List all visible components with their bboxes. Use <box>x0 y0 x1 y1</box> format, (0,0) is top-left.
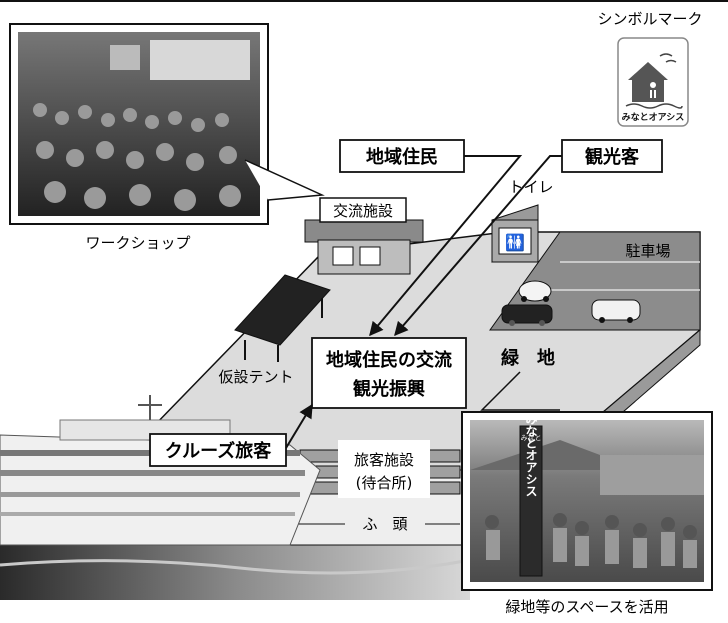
center-label-1: 地域住民の交流 <box>326 349 452 371</box>
exchange-label-box <box>319 197 407 223</box>
exchange-building <box>304 219 424 275</box>
residents-box <box>339 139 465 173</box>
green-label: 緑 地 <box>501 347 555 369</box>
symbol-mark-title: シンボルマーク <box>597 10 702 28</box>
sea-wave <box>0 558 471 575</box>
workshop-caption: ワークショップ <box>85 234 190 252</box>
tent-icon <box>234 274 331 362</box>
terminal-label-1: 旅客施設 <box>354 451 414 469</box>
tourists-arrow <box>394 155 562 337</box>
tent-label: 仮設テント <box>218 368 293 386</box>
tourists-label: 観光客 <box>585 146 640 168</box>
terminal-label-box <box>338 440 430 498</box>
car-icon <box>591 299 641 323</box>
car-icon <box>518 280 552 302</box>
residents-arrow <box>369 155 523 337</box>
wharf-label: ふ 頭 <box>362 515 407 533</box>
greenspace-photo: みなと みなとオアシス <box>461 411 713 591</box>
center-box <box>311 337 467 409</box>
car-icon <box>501 304 553 326</box>
workshop-pointer <box>244 159 325 201</box>
greenspace-caption: 緑地等のスペースを活用 <box>505 598 668 616</box>
svg-text:🚻: 🚻 <box>505 233 525 252</box>
terminal-label-2: (待合所) <box>356 474 413 492</box>
workshop-photo <box>9 23 269 225</box>
toilet-label: トイレ <box>508 178 553 196</box>
green-pointer <box>480 371 560 411</box>
center-label-2: 観光振興 <box>353 378 425 400</box>
cruise-arrow <box>285 403 313 449</box>
svg-text:みなとオアシス: みなとオアシス <box>622 112 685 123</box>
cruise-box <box>149 433 287 467</box>
cruise-label: クルーズ旅客 <box>165 440 273 462</box>
toilet-building: 🚻 <box>491 204 539 263</box>
sea <box>0 545 470 600</box>
residents-label: 地域住民 <box>366 146 438 168</box>
minato-oasis-logo: みなとオアシス <box>617 37 689 127</box>
exchange-label: 交流施設 <box>333 202 393 220</box>
svg-text:みなと: みなと <box>521 434 542 442</box>
svg-text:みなとオアシス: みなとオアシス <box>524 413 538 497</box>
parking-label: 駐車場 <box>625 242 670 260</box>
